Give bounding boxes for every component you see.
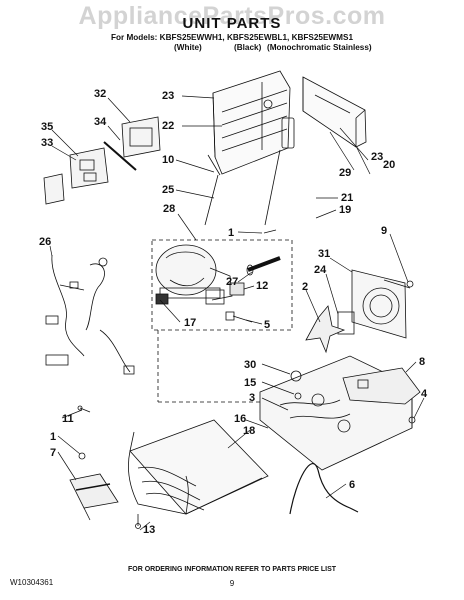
callout: 21 bbox=[341, 192, 353, 204]
callout: 31 bbox=[318, 248, 330, 260]
callout: 3 bbox=[249, 392, 255, 404]
callout: 11 bbox=[62, 413, 74, 425]
condenser-frame bbox=[204, 70, 295, 226]
callout: 6 bbox=[349, 479, 355, 491]
callout: 2 bbox=[302, 281, 308, 293]
drain-pan bbox=[69, 473, 119, 521]
callout: 23 bbox=[371, 151, 383, 163]
callout: 20 bbox=[383, 159, 395, 171]
leader-lines bbox=[49, 95, 425, 531]
callout: 17 bbox=[184, 317, 196, 329]
callout: 32 bbox=[94, 88, 106, 100]
callout: 22 bbox=[162, 120, 174, 132]
callout: 27 bbox=[226, 276, 238, 288]
callout: 29 bbox=[339, 167, 351, 179]
control-board bbox=[43, 116, 161, 205]
page-number: 9 bbox=[229, 579, 235, 588]
callout: 10 bbox=[162, 154, 174, 166]
variant-black: (Black) bbox=[234, 43, 262, 52]
compressor bbox=[155, 244, 281, 305]
document-id: W10304361 bbox=[10, 578, 54, 587]
callout-labels: 32 34 35 33 23 22 10 25 28 1 27 12 17 5 … bbox=[39, 88, 428, 536]
compressor-box bbox=[151, 239, 293, 403]
mounting-bracket bbox=[342, 367, 421, 405]
callout: 26 bbox=[39, 236, 51, 248]
callout: 13 bbox=[143, 524, 155, 536]
callout: 35 bbox=[41, 121, 53, 133]
callout: 15 bbox=[244, 377, 256, 389]
page-title: UNIT PARTS bbox=[182, 15, 282, 32]
callout: 18 bbox=[243, 425, 255, 437]
callout: 33 bbox=[41, 137, 53, 149]
callout: 1 bbox=[50, 431, 56, 443]
callout: 23 bbox=[162, 90, 174, 102]
variant-stainless: (Monochromatic Stainless) bbox=[267, 43, 372, 52]
screws bbox=[77, 229, 416, 529]
callout: 1 bbox=[228, 227, 234, 239]
callout: 5 bbox=[264, 319, 270, 331]
callout: 30 bbox=[244, 359, 256, 371]
ordering-note: FOR ORDERING INFORMATION REFER TO PARTS … bbox=[127, 566, 337, 573]
callout: 25 bbox=[162, 184, 174, 196]
callout: 16 bbox=[234, 413, 246, 425]
callout: 19 bbox=[339, 204, 351, 216]
wiring-harness bbox=[45, 254, 135, 375]
callout: 24 bbox=[314, 264, 327, 276]
evaporator-cover bbox=[302, 76, 367, 148]
start-relay bbox=[225, 282, 253, 323]
callout: 7 bbox=[50, 447, 56, 459]
callout: 28 bbox=[163, 203, 175, 215]
callout: 9 bbox=[381, 225, 387, 237]
water-tube bbox=[289, 463, 359, 515]
callout: 4 bbox=[421, 388, 428, 400]
callout: 12 bbox=[256, 280, 268, 292]
models-line: For Models: KBFS25EWWH1, KBFS25EWBL1, KB… bbox=[110, 33, 353, 42]
variant-white: (White) bbox=[174, 43, 202, 52]
watermark: AppliancePartsPros.com bbox=[78, 2, 386, 30]
callout: 8 bbox=[419, 356, 425, 368]
callout: 34 bbox=[94, 116, 107, 128]
fan-assembly bbox=[305, 269, 411, 354]
